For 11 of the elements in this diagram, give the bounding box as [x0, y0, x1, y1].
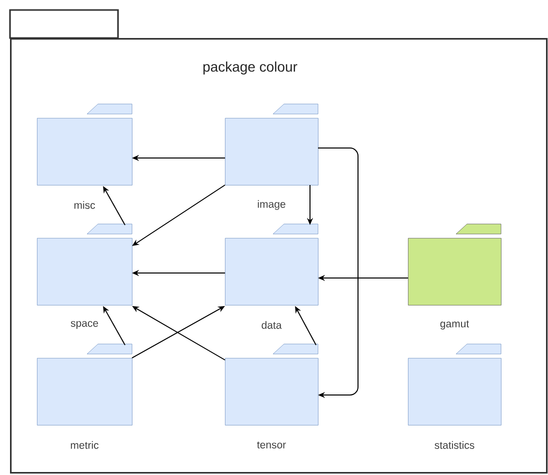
folder-label: data	[262, 321, 282, 329]
package-frame	[9, 9, 548, 474]
folder-label: metric	[70, 441, 99, 449]
folder-label: misc	[74, 201, 96, 209]
folder-label: space	[70, 321, 98, 329]
arrow	[318, 148, 358, 398]
folder-label: image	[258, 200, 286, 210]
folder-label: gamut	[440, 320, 470, 330]
folder-label: tensor	[257, 442, 286, 448]
folder-label: statistics	[434, 441, 474, 449]
package-title: package colour	[203, 61, 298, 75]
